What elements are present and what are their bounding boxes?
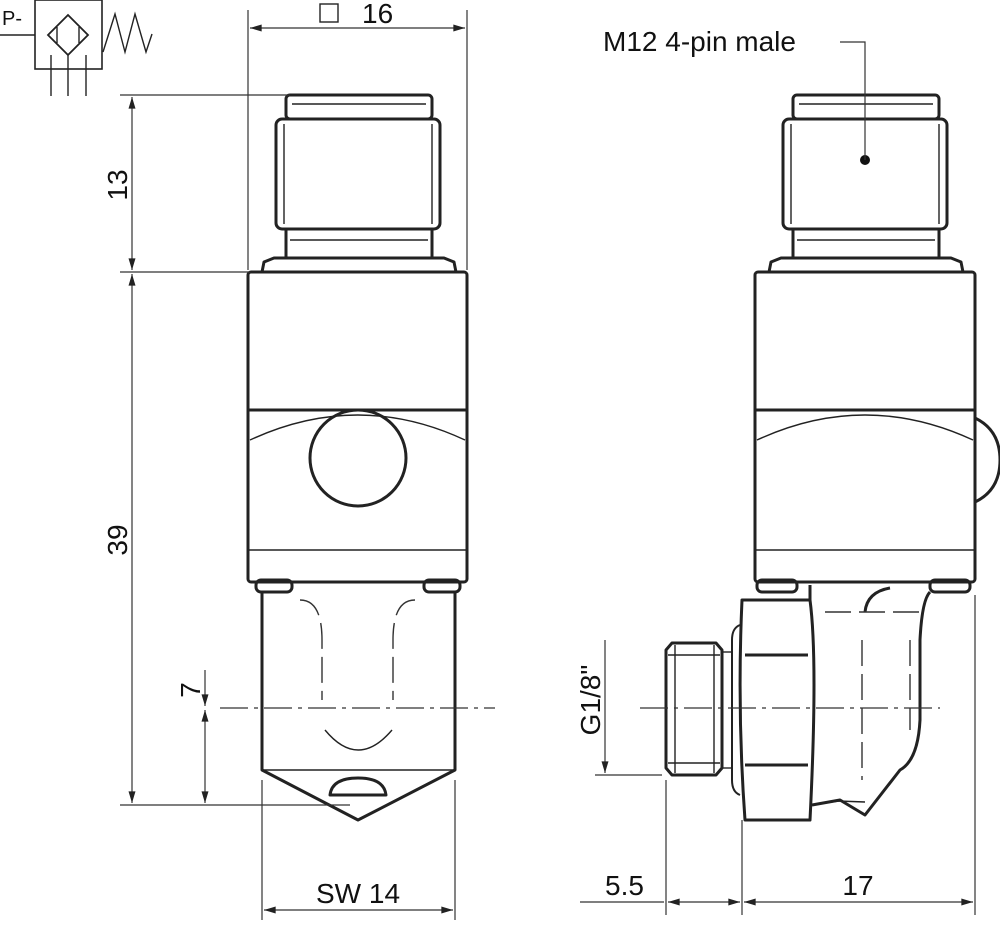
side-dimensions: M12 4-pin male G1/8" 5.5 17 — [575, 26, 976, 915]
front-dimensions: 16 13 39 7 SW 14 — [102, 0, 468, 920]
dim-side-depth: 17 — [842, 870, 873, 901]
port-label: P- — [2, 8, 22, 30]
pressure-switch-symbol: P- — [0, 0, 153, 96]
side-view — [640, 93, 1000, 822]
dim-body-height: 39 — [102, 524, 133, 555]
dim-connector-height: 13 — [102, 169, 133, 200]
dim-thread-length: 5.5 — [605, 870, 644, 901]
dim-width: 16 — [362, 0, 393, 29]
front-view — [220, 93, 495, 822]
connector-callout: M12 4-pin male — [603, 26, 796, 57]
dim-port-offset: 7 — [175, 682, 206, 698]
square-symbol-icon — [319, 3, 339, 23]
dim-thread: G1/8" — [575, 665, 606, 736]
dim-wrench-size: SW 14 — [316, 878, 400, 909]
